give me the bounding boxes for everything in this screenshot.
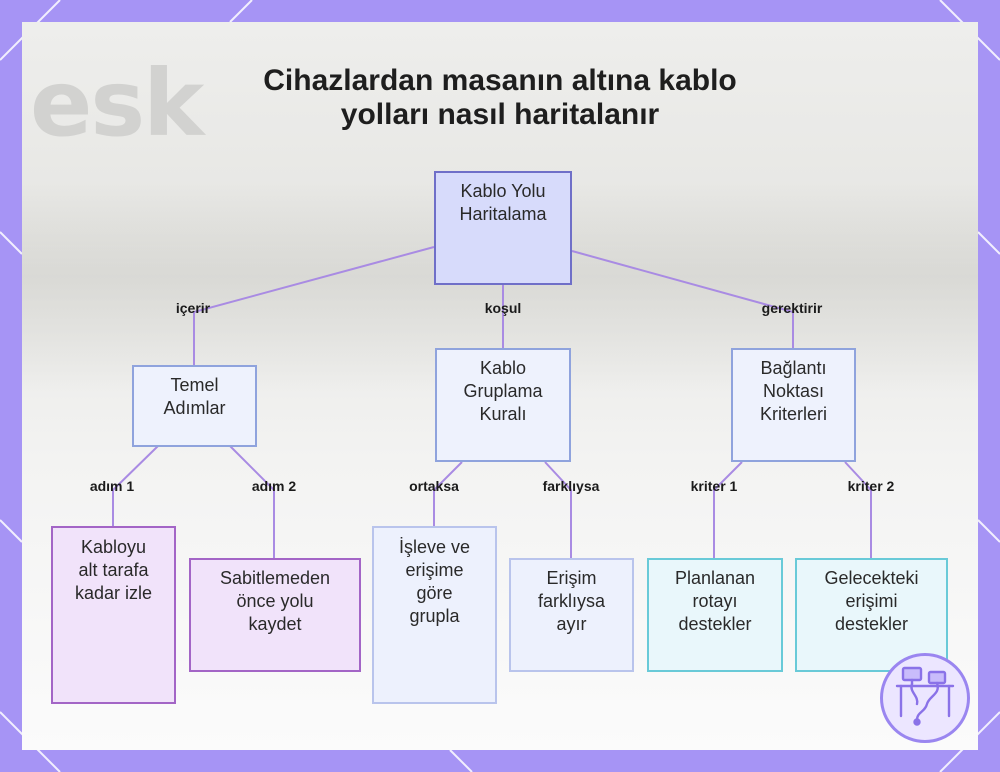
title-line-1: Cihazlardan masanın altına kablo xyxy=(263,64,737,97)
page-title: Cihazlardan masanın altına kablo yolları… xyxy=(0,64,1000,132)
node-follow: Kabloyu alt tarafa kadar izle xyxy=(51,526,176,704)
edge-grouping-groupby xyxy=(433,461,463,526)
edge-label-different: farklıysa xyxy=(542,478,600,494)
desk-cable-badge xyxy=(880,653,970,743)
node-grouping: Kablo Gruplama Kuralı xyxy=(435,348,571,462)
edge-grouping-separate xyxy=(544,461,572,558)
node-separate: Erişim farklıysa ayır xyxy=(509,558,634,672)
edge-root-steps xyxy=(193,246,435,365)
edge-label-step1: adım 1 xyxy=(89,478,135,494)
edge-label-step2: adım 2 xyxy=(251,478,297,494)
edge-label-requires: gerektirir xyxy=(761,300,823,316)
background-photo-text: esk xyxy=(30,50,204,157)
edge-connection-future xyxy=(844,461,872,558)
node-group-by: İşleve ve erişime göre grupla xyxy=(372,526,497,704)
node-connection: Bağlantı Noktası Kriterleri xyxy=(731,348,856,462)
node-root: Kablo Yolu Haritalama xyxy=(434,171,572,285)
edge-steps-follow xyxy=(112,445,159,526)
edge-label-contains: içerir xyxy=(175,300,211,316)
node-record: Sabitlemeden önce yolu kaydet xyxy=(189,558,361,672)
edge-steps-record xyxy=(229,445,275,558)
node-planned: Planlanan rotayı destekler xyxy=(647,558,783,672)
edge-label-condition: koşul xyxy=(484,300,522,316)
edge-connection-planned xyxy=(713,461,743,558)
desk-cable-icon xyxy=(895,666,955,726)
edge-label-shared: ortaksa xyxy=(409,478,459,494)
edge-label-criterion1: kriter 1 xyxy=(690,478,738,494)
edge-root-connection xyxy=(571,250,794,348)
node-steps: Temel Adımlar xyxy=(132,365,257,447)
edge-label-criterion2: kriter 2 xyxy=(847,478,895,494)
title-line-2: yolları nasıl haritalanır xyxy=(340,98,660,131)
